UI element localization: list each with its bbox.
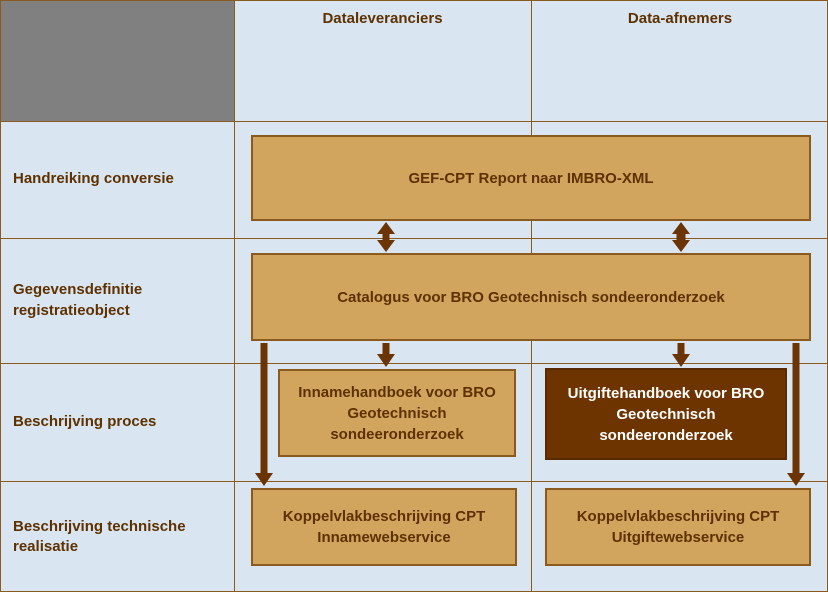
box-text: Innamehandboek voor BRO Geotechnisch son… [298,383,496,443]
column-header-dataleveranciers: Dataleveranciers [234,1,531,43]
box-text: Catalogus voor BRO Geotechnisch sondeero… [337,288,725,306]
row-label-text: Beschrijving technische realisatie [13,517,186,555]
column-header-data-afnemers: Data-afnemers [531,1,827,43]
box-text: Uitgiftehandboek voor BRO Geotechnisch s… [567,384,765,444]
grid-hline-row2 [1,363,827,364]
arrow-handreiking-catalogus-right [672,222,690,252]
row-label-gegevensdefinitie-registratieobject: Gegevensdefinitie registratieobject [1,238,234,363]
row-label-beschrijving-proces: Beschrijving proces [1,363,234,481]
corner-cell [1,1,234,121]
box-gef-cpt-report: GEF-CPT Report naar IMBRO-XML [251,135,811,221]
grid-hline-row1 [1,238,827,239]
grid-hline-header [1,121,827,122]
box-text: Koppelvlakbeschrijving CPT Uitgiftewebse… [576,508,780,546]
arrow-handreiking-catalogus-left [377,222,395,252]
box-uitgiftehandboek: Uitgiftehandboek voor BRO Geotechnisch s… [545,368,787,460]
box-catalogus: Catalogus voor BRO Geotechnisch sondeero… [251,253,811,341]
column-header-label: Data-afnemers [627,10,733,27]
arrow-catalogus-koppelvlak-inname [255,343,273,486]
arrow-catalogus-koppelvlak-uitgifte [787,343,805,486]
row-label-text: Handreiking conversie [13,170,174,188]
grid-hline-row3 [1,481,827,482]
row-label-handreiking-conversie: Handreiking conversie [1,121,234,238]
box-koppelvlak-uitgifte: Koppelvlakbeschrijving CPT Uitgiftewebse… [545,488,811,566]
box-text: Koppelvlakbeschrijving CPT Innamewebserv… [282,508,486,546]
row-label-beschrijving-technische-realisatie: Beschrijving technische realisatie [1,481,234,591]
box-text: GEF-CPT Report naar IMBRO-XML [408,169,654,187]
grid-vline-labels [234,1,235,591]
box-koppelvlak-inname: Koppelvlakbeschrijving CPT Innamewebserv… [251,488,517,566]
column-header-label: Dataleveranciers [322,10,443,27]
row-label-text: Beschrijving proces [13,412,157,430]
row-label-text: Gegevensdefinitie registratieobject [13,281,143,319]
box-innamehandboek: Innamehandboek voor BRO Geotechnisch son… [278,369,516,457]
